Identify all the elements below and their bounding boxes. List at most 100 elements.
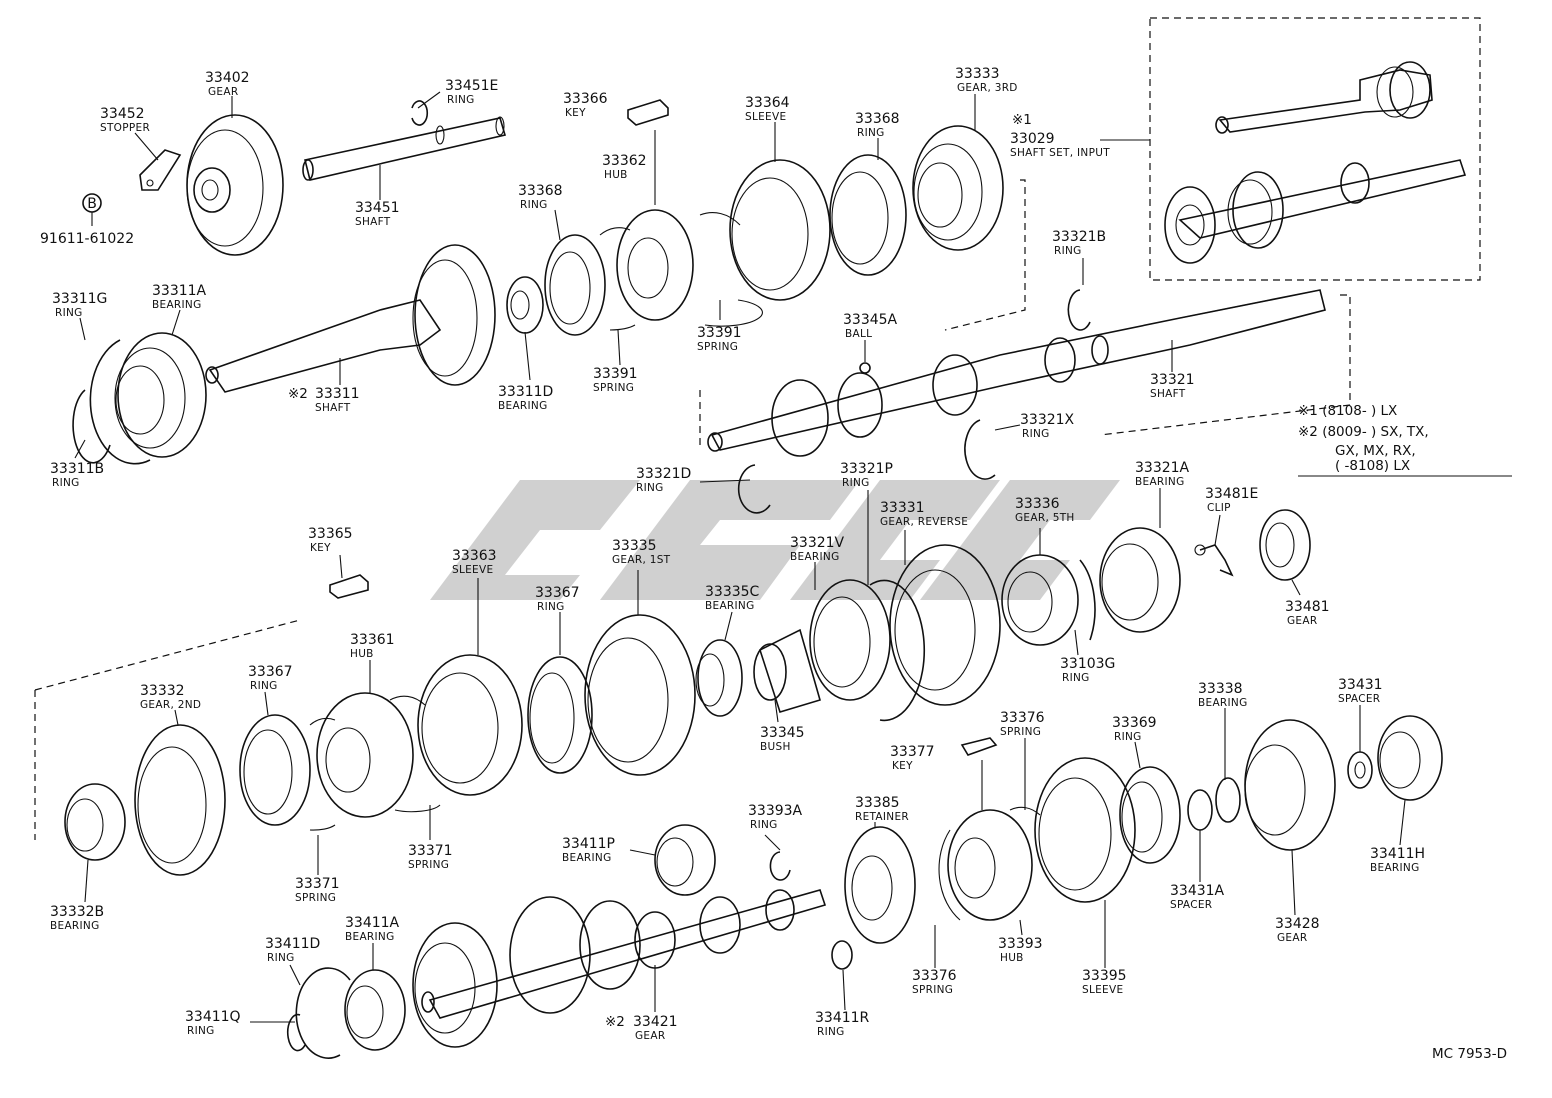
part-33321A-bearing[interactable] (1099, 527, 1181, 633)
svg-text:BEARING: BEARING (50, 920, 100, 932)
part-33321P-ring[interactable] (869, 579, 926, 722)
part-33333-gear[interactable] (912, 125, 1004, 251)
part-33428-gear[interactable] (1244, 719, 1336, 851)
part-33431A-spacer[interactable] (1187, 789, 1213, 831)
part-33361-hub[interactable] (316, 692, 414, 818)
part-33345-bush[interactable] (753, 628, 821, 713)
part-33451E-ring[interactable] (411, 100, 429, 126)
svg-text:RING: RING (447, 94, 475, 106)
svg-text:33376: 33376 (1000, 710, 1045, 726)
part-33411R-ring[interactable] (831, 940, 853, 970)
part-33321B-ring[interactable] (1067, 289, 1091, 331)
part-33411D-ring[interactable] (295, 967, 351, 1059)
svg-text:33452: 33452 (100, 106, 145, 122)
part-33421-counter-gear[interactable] (412, 889, 827, 1048)
part-33368-ring-right[interactable] (829, 154, 907, 276)
svg-text:( -8108) LX: ( -8108) LX (1335, 458, 1410, 474)
part-33376-spring-lower[interactable] (938, 829, 961, 921)
part-33321X-ring[interactable] (964, 419, 996, 480)
part-33377-key[interactable] (960, 737, 998, 756)
part-33311D-bearing[interactable] (506, 276, 544, 334)
part-33332B-bearing[interactable] (64, 783, 126, 861)
svg-text:RING: RING (750, 819, 778, 831)
part-33369-ring[interactable] (1119, 766, 1181, 864)
part-33321-shaft[interactable] (707, 289, 1326, 457)
svg-text:33367: 33367 (535, 585, 580, 601)
part-33451-shaft[interactable] (302, 116, 507, 181)
part-33431-spacer[interactable] (1347, 751, 1373, 789)
part-33395-sleeve[interactable] (1034, 757, 1136, 903)
part-33371-springs[interactable] (309, 695, 441, 831)
part-33393A-ring[interactable] (769, 851, 791, 881)
part-33385-retainer[interactable] (844, 826, 916, 944)
part-33311A-bearing[interactable] (114, 332, 207, 458)
part-33368-ring-left[interactable] (544, 234, 606, 336)
part-33364-sleeve[interactable] (729, 159, 831, 301)
part-33393-hub[interactable] (947, 809, 1033, 921)
part-33311-shaft[interactable] (205, 244, 496, 393)
part-33335-gear-1st[interactable] (584, 614, 696, 776)
svg-text:RING: RING (267, 952, 295, 964)
part-33362-hub[interactable] (616, 209, 694, 321)
svg-text:33411A: 33411A (345, 915, 400, 931)
part-33411H-bearing[interactable] (1377, 715, 1443, 801)
part-33335C-bearing[interactable] (695, 639, 743, 717)
part-33391-springs[interactable] (599, 212, 764, 331)
part-33452-stopper[interactable] (139, 149, 182, 191)
part-33332-gear-2nd[interactable] (134, 724, 226, 876)
part-33365-key[interactable] (329, 574, 369, 599)
part-33411P-bearing[interactable] (654, 824, 716, 896)
svg-text:RING: RING (250, 680, 278, 692)
svg-text:33428: 33428 (1275, 916, 1320, 932)
part-33367-ring-left[interactable] (239, 714, 311, 826)
svg-text:RING: RING (52, 477, 80, 489)
part-33481-gear[interactable] (1259, 509, 1311, 581)
part-33331-gear-reverse[interactable] (889, 544, 1001, 706)
part-33481E-clip[interactable] (1194, 544, 1234, 577)
bracket-shaft-right (1099, 294, 1351, 436)
part-33338-bearing[interactable] (1215, 777, 1241, 823)
svg-text:GEAR, 1ST: GEAR, 1ST (612, 554, 671, 566)
svg-text:SPRING: SPRING (295, 892, 336, 904)
part-33345A-ball[interactable] (859, 362, 871, 374)
svg-text:RING: RING (1022, 428, 1050, 440)
part-33321V-bearing[interactable] (809, 579, 891, 701)
svg-text:SPACER: SPACER (1338, 693, 1380, 705)
svg-text:RING: RING (857, 127, 885, 139)
part-33363-sleeve[interactable] (417, 654, 523, 796)
part-33321D-ring[interactable] (737, 464, 771, 514)
part-33411A-bearing[interactable] (344, 969, 406, 1051)
svg-text:GEAR, 3RD: GEAR, 3RD (957, 82, 1018, 94)
part-33366-key[interactable] (627, 99, 669, 126)
svg-text:33431: 33431 (1338, 677, 1383, 693)
part-33311B-ring[interactable] (72, 389, 111, 464)
svg-text:RING: RING (817, 1026, 845, 1038)
svg-text:33451: 33451 (355, 200, 400, 216)
part-33367-ring-mid[interactable] (527, 656, 593, 774)
svg-text:33333: 33333 (955, 66, 1000, 82)
part-33103G-ring[interactable] (1079, 559, 1096, 641)
part-33311G-ring[interactable] (89, 339, 151, 465)
svg-text:33411D: 33411D (265, 936, 320, 952)
inset-box (1149, 17, 1481, 281)
svg-text:33362: 33362 (602, 153, 647, 169)
svg-text:33366: 33366 (563, 91, 608, 107)
svg-text:33311A: 33311A (152, 283, 207, 299)
part-33411Q-ring[interactable] (287, 1013, 306, 1052)
part-33402-gear[interactable] (186, 114, 284, 256)
